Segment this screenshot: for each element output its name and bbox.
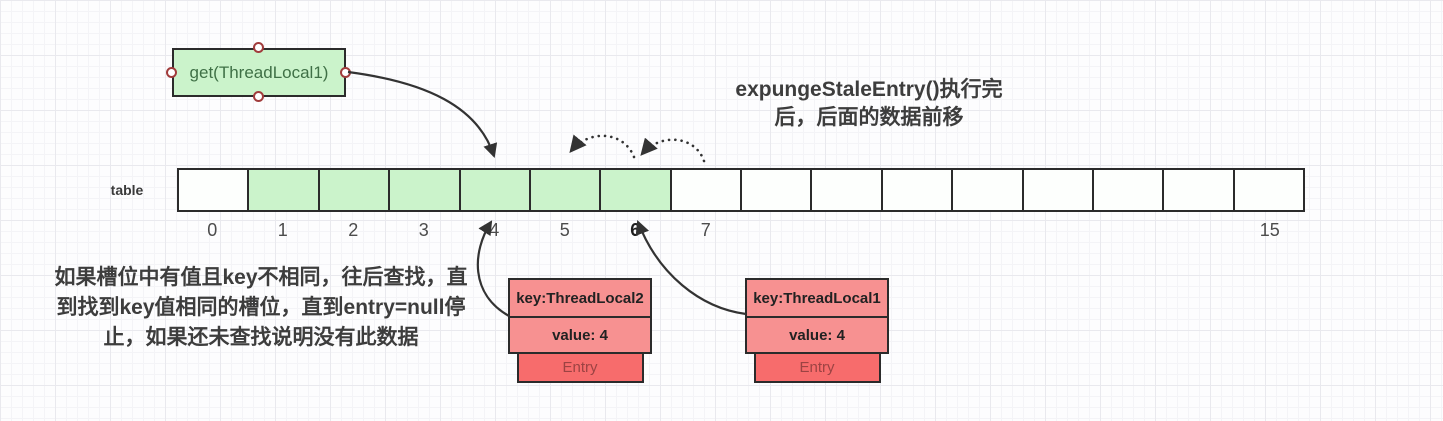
entry1-value-cell[interactable]: value: 4 — [745, 316, 889, 354]
entry1-footer-cell[interactable]: Entry — [753, 352, 881, 383]
selection-handle-right[interactable] — [340, 67, 351, 78]
entry-shape-threadlocal1[interactable]: key:ThreadLocal1 value: 4 Entry — [745, 278, 889, 383]
arrow-shift-cell7-to-cell6 — [640, 137, 706, 163]
cell-index-label: 5 — [559, 220, 570, 240]
table-cell[interactable] — [953, 170, 1024, 210]
cell-index-label: 7 — [700, 220, 711, 240]
table-cell-1[interactable] — [249, 170, 320, 210]
get-threadlocal-label: get(ThreadLocal1) — [189, 62, 329, 82]
expunge-annotation: expungeStaleEntry()执行完 后，后面的数据前移 — [688, 76, 1050, 132]
selection-handle-bottom[interactable] — [253, 91, 264, 102]
cell-index-label — [1164, 219, 1235, 241]
cell-index-label — [741, 219, 812, 241]
entry1-key-cell[interactable]: key:ThreadLocal1 — [745, 278, 889, 318]
cell-index-label — [953, 219, 1024, 241]
table-cell-2[interactable] — [319, 170, 391, 210]
table-cell[interactable] — [812, 170, 883, 210]
table-cell-15[interactable] — [1234, 170, 1303, 210]
lookup-rule-line2: 到找到key值相同的槽位，直到entry=null停 — [56, 296, 466, 319]
cell-index-label — [812, 219, 883, 241]
cell-index-label: 4 — [489, 220, 500, 240]
cell-index-label: 2 — [348, 220, 359, 240]
table-cell[interactable] — [742, 170, 813, 210]
cell-index-label — [882, 219, 953, 241]
arrow-shift-cell6-to-cell5 — [569, 134, 636, 159]
entry2-key-cell[interactable]: key:ThreadLocal2 — [508, 278, 652, 318]
cell-index-label: 3 — [418, 220, 429, 240]
entry2-footer-cell[interactable]: Entry — [516, 352, 644, 383]
selection-handle-top[interactable] — [253, 42, 264, 53]
expunge-annotation-line2: 后，后面的数据前移 — [774, 106, 964, 129]
arrow-getbox-to-cell4 — [347, 70, 498, 159]
table-cell-7[interactable] — [671, 170, 742, 210]
table-cell-5[interactable] — [530, 170, 602, 210]
table-cell-6[interactable] — [601, 170, 672, 210]
get-threadlocal-shape[interactable]: get(ThreadLocal1) — [172, 48, 346, 97]
entry-shape-threadlocal2[interactable]: key:ThreadLocal2 value: 4 Entry — [508, 278, 652, 383]
table-cell-0[interactable] — [179, 170, 250, 210]
expunge-annotation-line1: expungeStaleEntry()执行完 — [735, 78, 1003, 101]
hash-table-array[interactable] — [177, 168, 1305, 212]
table-cell-3[interactable] — [390, 170, 461, 210]
table-cell-4[interactable] — [460, 170, 531, 210]
lookup-rule-line1: 如果槽位中有值且key不相同，往后查找，直 — [54, 266, 468, 289]
table-label: table — [110, 182, 144, 198]
cell-index-label: 0 — [207, 220, 218, 240]
table-cell[interactable] — [1093, 170, 1165, 210]
lookup-rule-line3: 止，如果还未查找说明没有此数据 — [103, 326, 419, 349]
cell-index-label — [1023, 219, 1094, 241]
table-index-row: 0 1 2 3 4 5 6 7 15 — [177, 219, 1305, 241]
cell-index-label: 15 — [1259, 220, 1280, 240]
selection-handle-left[interactable] — [166, 67, 177, 78]
lookup-rule-annotation: 如果槽位中有值且key不相同，往后查找，直 到找到key值相同的槽位，直到ent… — [35, 263, 487, 353]
cell-index-label — [1094, 219, 1165, 241]
entry2-value-cell[interactable]: value: 4 — [508, 316, 652, 354]
table-cell[interactable] — [1023, 170, 1094, 210]
table-cell[interactable] — [882, 170, 954, 210]
cell-index-label: 1 — [277, 220, 288, 240]
table-cell[interactable] — [1164, 170, 1235, 210]
cell-index-label: 6 — [630, 220, 641, 240]
